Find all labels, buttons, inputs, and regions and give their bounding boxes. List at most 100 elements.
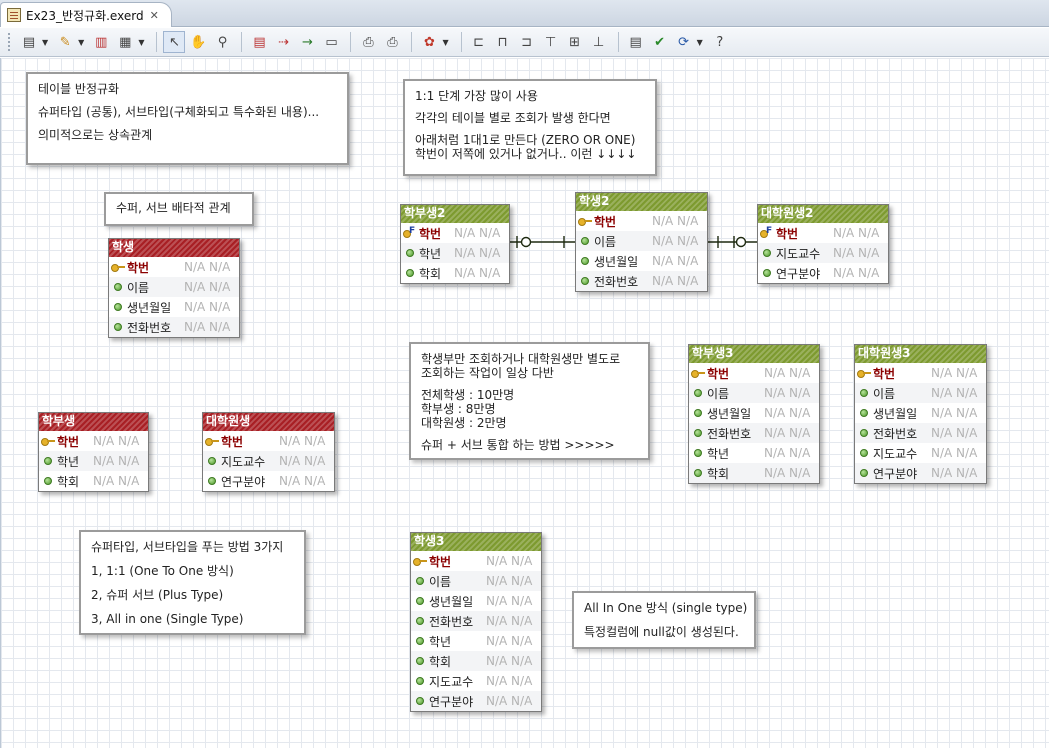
note-line: 대학원생 : 2만명: [421, 416, 507, 430]
column-row[interactable]: 학번N/A N/A: [401, 223, 509, 243]
hand-icon[interactable]: ✋: [190, 34, 207, 50]
editor-tab[interactable]: Ex23_반정규화.exerd ✕: [0, 2, 172, 27]
note-exclusive[interactable]: 수퍼, 서브 배타적 관계: [104, 192, 254, 226]
report-icon[interactable]: ▤: [629, 34, 642, 50]
column-name: 학번: [221, 434, 244, 449]
column-type: N/A N/A: [764, 466, 811, 480]
align-right-icon[interactable]: ⊐: [521, 34, 533, 50]
align-top-icon[interactable]: ⊤: [544, 34, 557, 50]
toolbar-separator: [241, 32, 243, 52]
print-icon[interactable]: ⎙: [387, 34, 398, 50]
chevron-down-icon[interactable]: ▼: [442, 37, 449, 47]
relation-dashed-icon[interactable]: ⇢: [278, 34, 289, 50]
toolbar-grip[interactable]: [8, 33, 12, 51]
align-middle-icon[interactable]: ⊞: [569, 34, 581, 50]
save-diagram-icon[interactable]: ▥: [95, 34, 108, 50]
note-icon[interactable]: ✎: [59, 34, 71, 50]
icon-mark: [413, 557, 427, 566]
icon-mark: [860, 429, 868, 437]
icon-mark: [857, 369, 871, 378]
column-icon: [758, 249, 776, 257]
help-icon[interactable]: ?: [716, 34, 724, 50]
validate-icon[interactable]: ✔: [654, 34, 666, 50]
palette-icon[interactable]: ✿: [424, 34, 435, 50]
diagram-canvas[interactable]: 테이블 반정규화 슈퍼타입 (공통), 서브타입(구체화되고 특수화된 내용).…: [0, 58, 1049, 748]
comment-icon[interactable]: ▭: [325, 34, 338, 50]
column-type: N/A N/A: [764, 386, 811, 400]
note-three-methods[interactable]: 슈퍼타입, 서브타입을 푸는 방법 3가지 1, 1:1 (One To One…: [79, 530, 306, 635]
print-preview-icon[interactable]: ⎙: [363, 34, 374, 50]
chevron-down-icon[interactable]: ▼: [42, 37, 49, 47]
close-icon[interactable]: ✕: [149, 8, 159, 22]
note-one-to-one[interactable]: 1:1 단계 가장 많이 사용 각각의 테이블 별로 조회가 발생 한다면 아래…: [403, 79, 657, 176]
chevron-down-icon[interactable]: ▼: [138, 37, 145, 47]
chevron-down-icon[interactable]: ▼: [696, 37, 703, 47]
relation-solid-icon[interactable]: →: [302, 34, 313, 50]
forward-engineer-icon[interactable]: ⟳: [678, 34, 690, 50]
align-bottom-icon[interactable]: ⊥: [592, 34, 605, 50]
chevron-down-icon[interactable]: ▼: [78, 37, 85, 47]
column-icon: [39, 477, 57, 485]
zoom-icon[interactable]: ⚲: [217, 34, 228, 50]
note-all-in-one[interactable]: All In One 방식 (single type) 특정컬럼에 null값이…: [572, 591, 756, 649]
select-arrow-icon[interactable]: ↖: [163, 31, 186, 53]
table-tool-icon[interactable]: ▤: [253, 34, 266, 50]
column-type: N/A N/A: [486, 614, 533, 628]
note-line: 아래처럼 1대1로 만든다 (ZERO OR ONE): [415, 133, 636, 147]
new-table-icon[interactable]: ▤: [22, 34, 36, 50]
align-left-icon[interactable]: ⊏: [473, 34, 485, 50]
align-center-icon[interactable]: ⊓: [497, 34, 508, 50]
note-denormalization[interactable]: 테이블 반정규화 슈퍼타입 (공통), 서브타입(구체화되고 특수화된 내용).…: [26, 72, 349, 165]
note-query-usage[interactable]: 학생부만 조회하거나 대학원생만 별도로 조회하는 작업이 일상 다반 전체학생…: [409, 342, 650, 460]
page-icon[interactable]: ▦: [119, 34, 132, 50]
column-row[interactable]: 학번N/A N/A: [758, 223, 888, 243]
